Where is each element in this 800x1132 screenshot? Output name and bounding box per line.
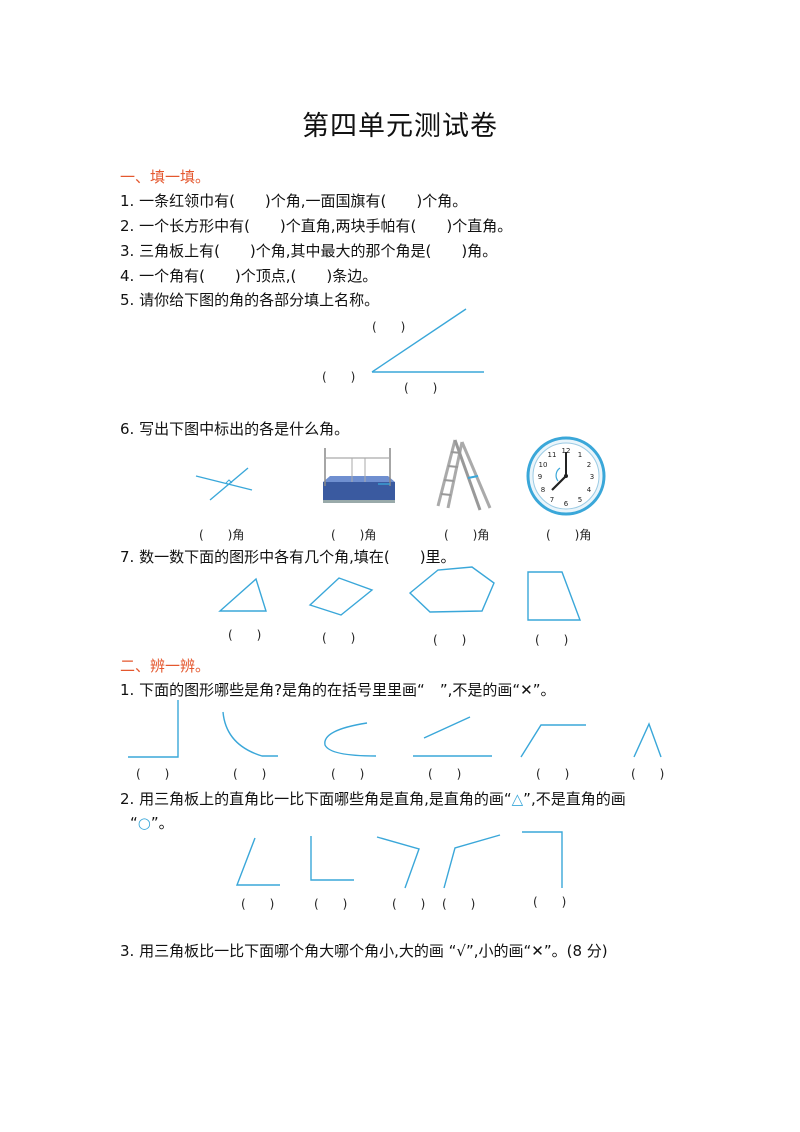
clock-num: 6 [564, 500, 569, 508]
blank-q6-2[interactable]: ( )角 [331, 528, 377, 542]
question-2-2-line2: “○”。 [130, 812, 174, 833]
blank-q6-4[interactable]: ( )角 [546, 528, 592, 542]
blank-q7-1[interactable]: ( ) [228, 628, 262, 642]
clock-num: 3 [590, 473, 594, 481]
clock-num: 8 [541, 486, 545, 494]
s2q2-figures [235, 831, 563, 889]
crossing-lines-figure [195, 467, 253, 501]
q2-text-b: ”,不是直角的画 [523, 790, 626, 808]
question-1-7: 7. 数一数下面的图形中各有几个角,填在( )里。 [120, 548, 456, 566]
blank-s2q1-3[interactable]: ( ) [331, 767, 365, 781]
blank-q6-3[interactable]: ( )角 [444, 528, 490, 542]
s2q1-figures [128, 700, 662, 758]
blank-q7-4[interactable]: ( ) [535, 633, 569, 647]
section-2-heading: 二、辨一辨。 [120, 657, 211, 675]
clock-num: 4 [587, 486, 592, 494]
question-1-3: 3. 三角板上有( )个角,其中最大的那个角是( )角。 [120, 242, 498, 260]
blank-q7-2[interactable]: ( ) [322, 631, 356, 645]
question-1-6: 6. 写出下图中标出的各是什么角。 [120, 420, 350, 438]
blank-s2q1-1[interactable]: ( ) [136, 767, 170, 781]
question-2-3: 3. 用三角板比一比下面哪个角大哪个角小,大的画 “√”,小的画“✕”。(8 分… [120, 942, 608, 960]
blank-s2q2-5[interactable]: ( ) [533, 895, 567, 909]
blank-vertex-top[interactable]: ( ) [372, 320, 406, 334]
clock-figure [526, 436, 606, 516]
question-2-1: 1. 下面的图形哪些是角?是角的在括号里里画“ ”,不是的画“✕”。 [120, 681, 556, 699]
clock-num: 7 [550, 496, 554, 504]
blank-s2q2-1[interactable]: ( ) [241, 897, 275, 911]
blank-s2q1-4[interactable]: ( ) [428, 767, 462, 781]
blank-q6-1[interactable]: ( )角 [199, 528, 245, 542]
blank-side[interactable]: ( ) [404, 381, 438, 395]
angle-diagram [371, 308, 484, 373]
blank-vertex[interactable]: ( ) [322, 370, 356, 384]
clock-num: 2 [587, 461, 591, 469]
circle-symbol: ○ [137, 814, 151, 832]
ladder-figure [436, 439, 492, 511]
trapezoid-shape [527, 571, 582, 621]
clock-num: 12 [562, 447, 571, 455]
clock-num: 10 [539, 461, 548, 469]
q2-text-c: “ [130, 814, 138, 832]
blank-s2q1-5[interactable]: ( ) [536, 767, 570, 781]
triangle-symbol: △ [511, 790, 524, 808]
hexagon-shape [408, 566, 495, 613]
clock-num: 11 [548, 451, 557, 459]
clock-num: 1 [578, 451, 582, 459]
quadrilateral-shape [308, 577, 374, 616]
q2-text-a: 2. 用三角板上的直角比一比下面哪些角是直角,是直角的画“ [120, 790, 512, 808]
blank-q7-3[interactable]: ( ) [433, 633, 467, 647]
section-1-heading: 一、填一填。 [120, 168, 211, 186]
question-2-2-line1: 2. 用三角板上的直角比一比下面哪些角是直角,是直角的画“△”,不是直角的画 [120, 788, 626, 809]
page-title: 第四单元测试卷 [302, 111, 498, 142]
clock-num: 5 [578, 496, 582, 504]
clock-num: 9 [538, 473, 542, 481]
question-1-5: 5. 请你给下图的角的各部分填上名称。 [120, 291, 380, 309]
trampoline-figure [323, 448, 395, 503]
question-1-4: 4. 一个角有( )个顶点,( )条边。 [120, 267, 378, 285]
question-1-1: 1. 一条红领巾有( )个角,一面国旗有( )个角。 [120, 192, 468, 210]
blank-s2q1-6[interactable]: ( ) [631, 767, 665, 781]
blank-s2q2-2[interactable]: ( ) [314, 897, 348, 911]
blank-s2q2-4[interactable]: ( ) [442, 897, 476, 911]
question-1-2: 2. 一个长方形中有( )个直角,两块手帕有( )个直角。 [120, 217, 513, 235]
triangle-shape [218, 577, 267, 612]
clock-numbers: 12 1 2 3 4 5 6 7 8 9 10 11 [538, 447, 594, 508]
q2-text-d: ”。 [150, 814, 174, 832]
blank-s2q1-2[interactable]: ( ) [233, 767, 267, 781]
blank-s2q2-3[interactable]: ( ) [392, 897, 426, 911]
